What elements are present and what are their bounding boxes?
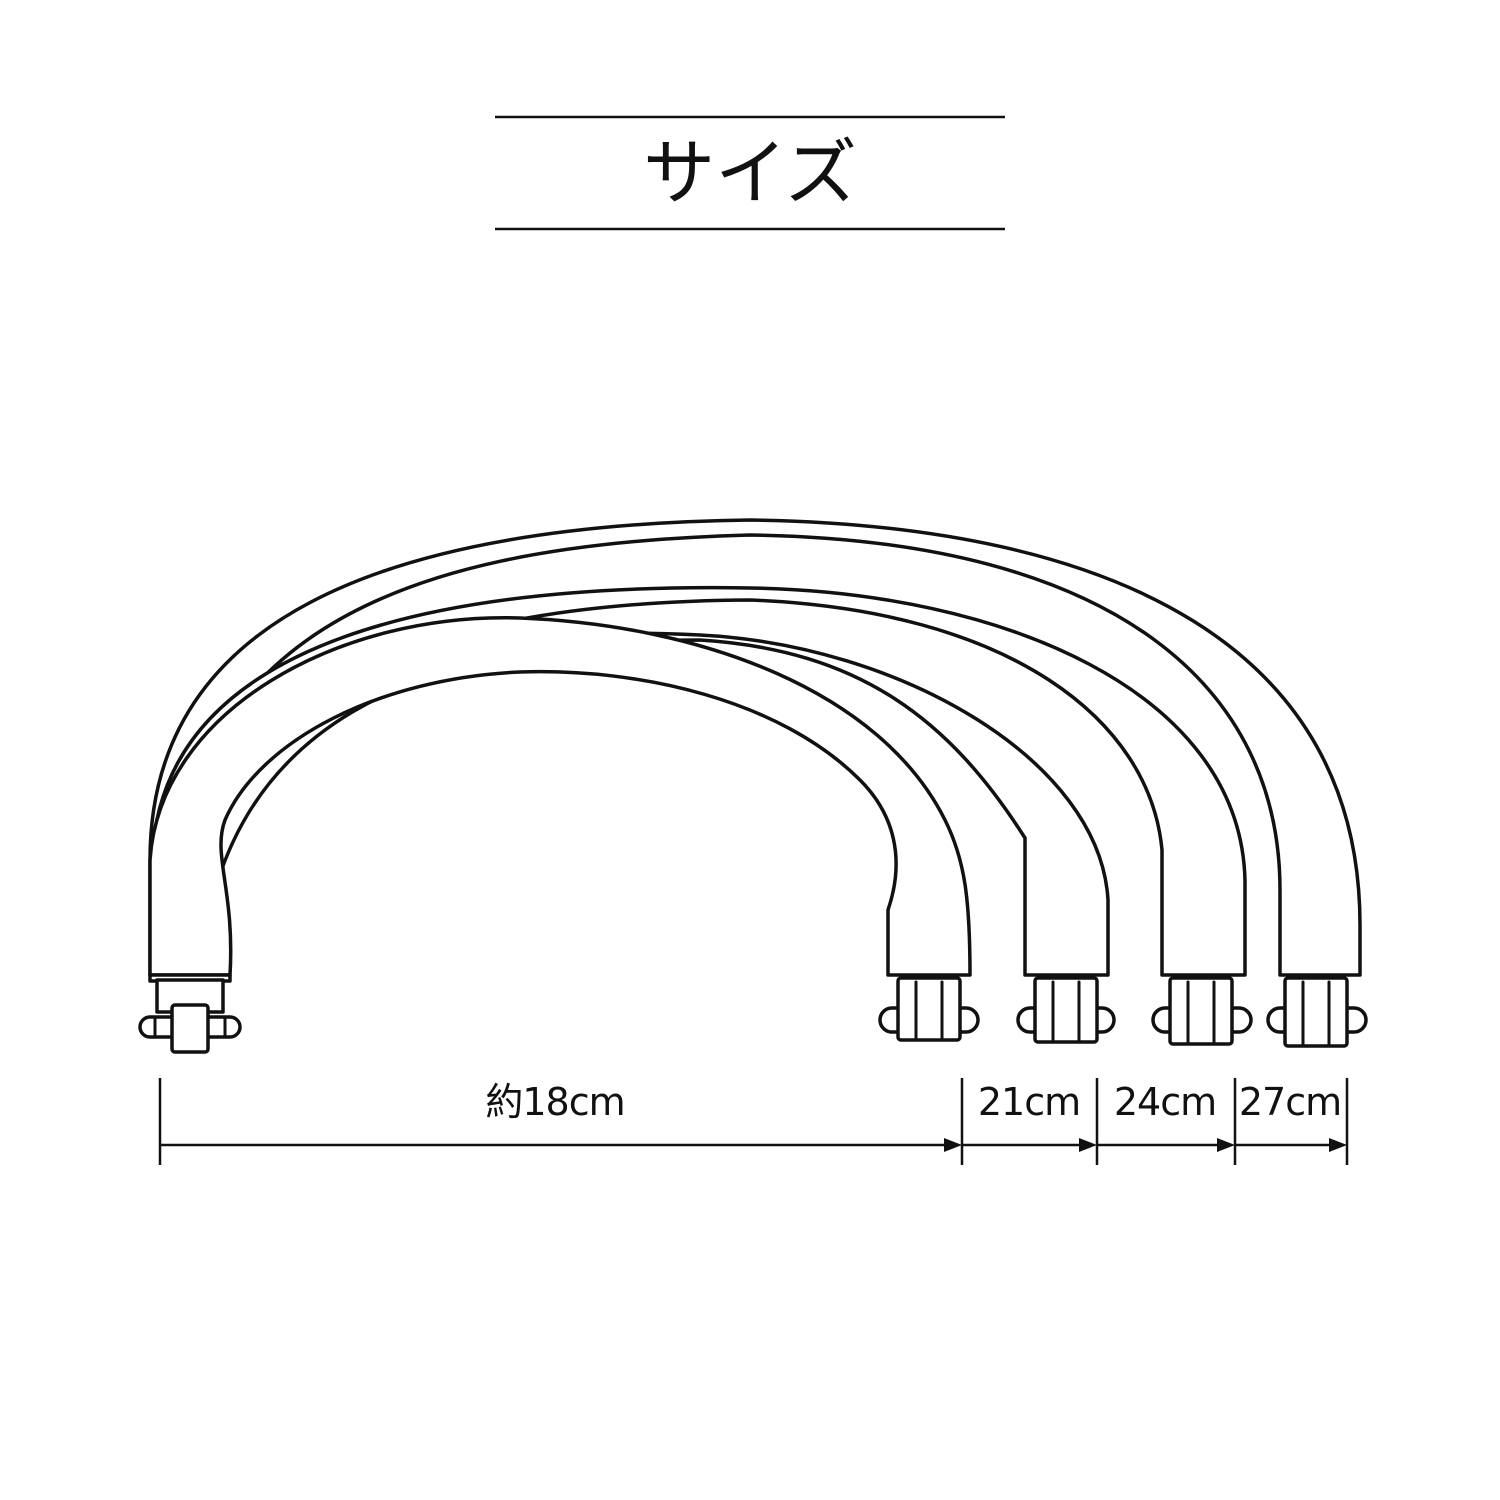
dimension-label-24cm: 24cm [1114,1080,1216,1124]
dimension-lines [158,1078,1349,1165]
dimension-label-27cm: 27cm [1239,1080,1341,1124]
pin-fitting-21cm [1016,976,1116,1044]
handle-18cm [148,616,972,977]
handle-27cm [148,518,1362,982]
pin-fitting-18cm [878,976,980,1042]
dimension-label-18cm: 約18cm [485,1080,624,1124]
page-title: サイズ [643,131,857,215]
pin-fitting-left [138,978,242,1054]
dimension-label-21cm: 21cm [978,1080,1080,1124]
pin-fitting-27cm [1266,976,1368,1048]
pin-fitting-24cm [1151,976,1253,1046]
